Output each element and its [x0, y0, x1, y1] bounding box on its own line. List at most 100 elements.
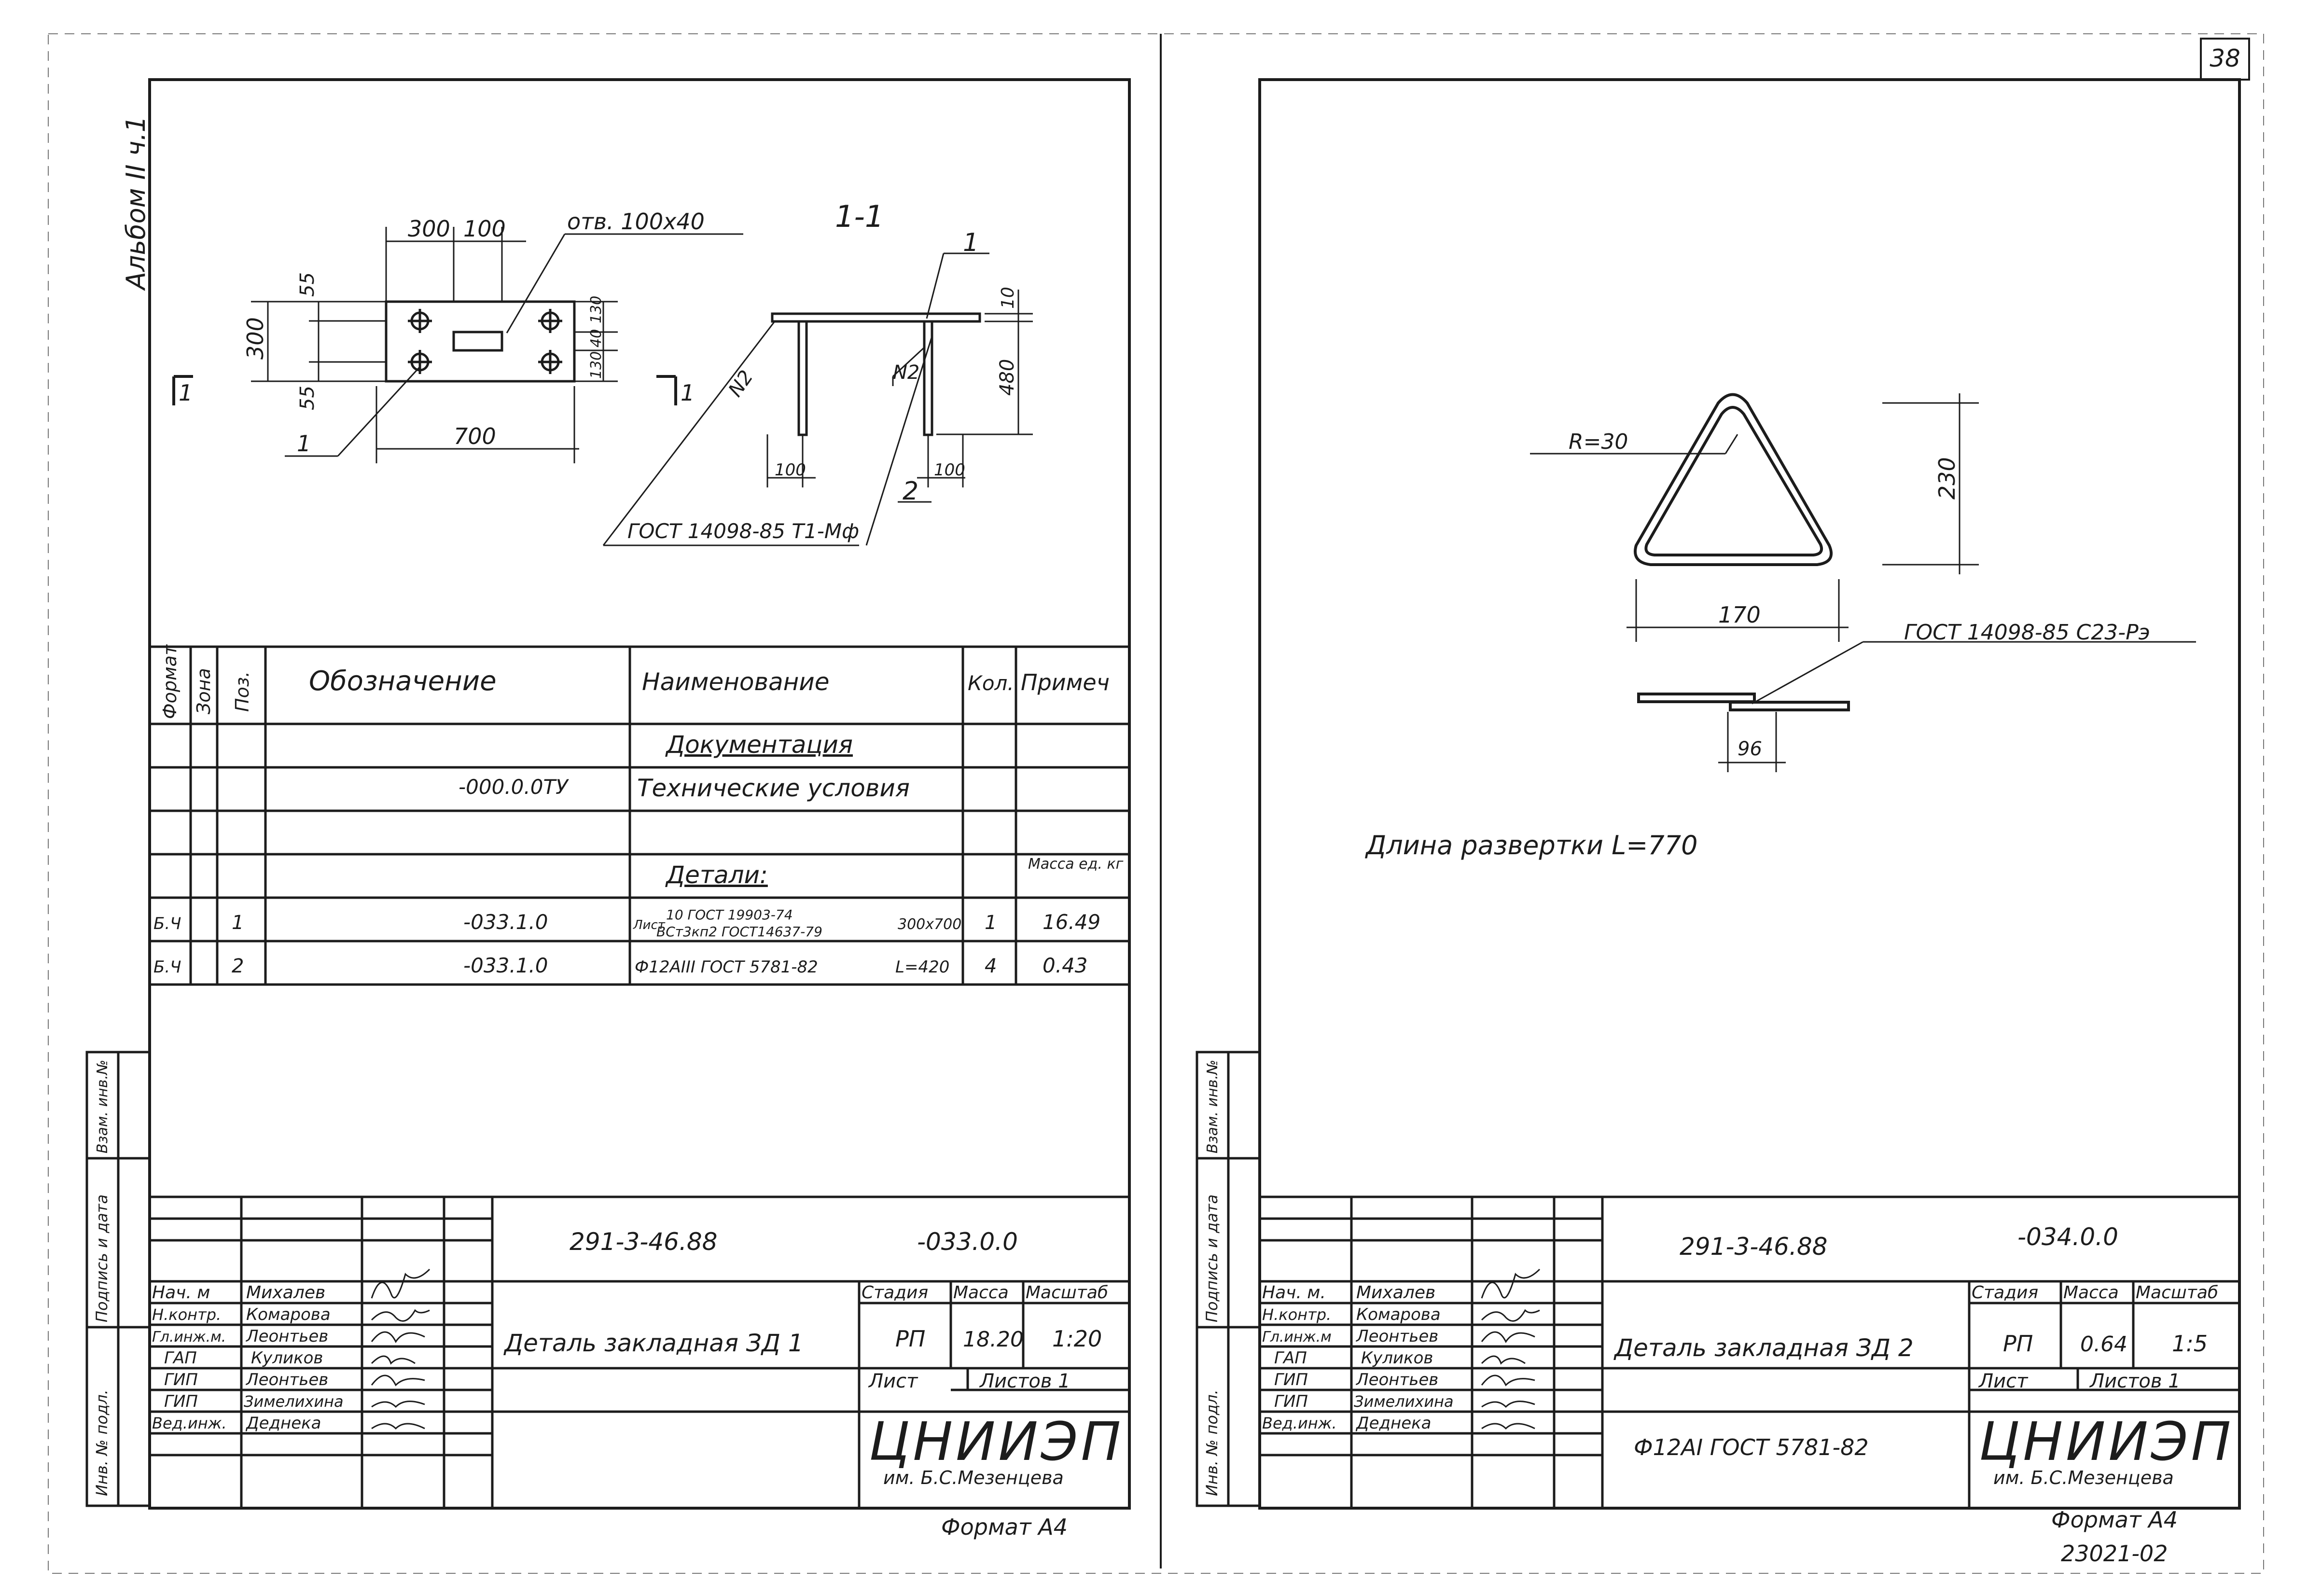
right-staff-role: Нач. м.	[1262, 1283, 1326, 1303]
row2-pos: 2	[232, 955, 244, 977]
row1-name-bottom: ВСт3кп2 ГОСТ14637-79	[656, 924, 822, 940]
dim-100-top: 100	[463, 216, 506, 242]
dim-100-b: 100	[934, 460, 965, 480]
row1-name-top: 10 ГОСТ 19903-74	[666, 907, 793, 923]
col-designation: Обозначение	[309, 666, 497, 697]
left-stage: РП	[895, 1326, 925, 1352]
dim-55-a: 55	[296, 272, 319, 297]
dim-700: 700	[454, 423, 496, 449]
right-material: Ф12АI ГОСТ 5781-82	[1634, 1434, 1869, 1460]
archive-number: 23021-02	[2061, 1540, 2168, 1567]
radius-label: R=30	[1569, 430, 1628, 454]
stamp-vzam: Взам. инв.№	[1204, 1060, 1221, 1153]
left-staff-role: Вед.инж.	[152, 1414, 227, 1432]
left-staff-role: ГАП	[164, 1348, 197, 1368]
left-sheet-label: Лист	[868, 1370, 918, 1392]
right-staff-name: Леонтьев	[1355, 1327, 1438, 1346]
stamp-vzam: Взам. инв.№	[94, 1060, 111, 1153]
weld-label-right: ГОСТ 14098-85 С23-Рэ	[1904, 620, 2150, 645]
col-pos: Поз.	[232, 671, 253, 712]
section-parts: Детали:	[665, 861, 768, 889]
right-staff-role: ГИП	[1274, 1392, 1308, 1411]
row-tu-name: Технические условия	[637, 774, 910, 802]
right-staff-name: Деднека	[1355, 1414, 1432, 1433]
row2-length: L=420	[895, 958, 949, 977]
left-staff-name: Леонтьев	[245, 1370, 328, 1389]
sheet-frames	[48, 33, 2264, 1574]
callout-n2-a: N2	[724, 366, 758, 401]
plate-section-view	[602, 252, 1033, 546]
stamp-inv: Инв. № подл.	[1203, 1389, 1221, 1496]
right-staff-role: ГАП	[1274, 1348, 1307, 1368]
left-staff-role: Гл.инж.м.	[152, 1329, 226, 1346]
stamp-podpis: Подпись и дата	[93, 1194, 111, 1322]
row2-format: Б.Ч	[153, 958, 181, 977]
left-scale-label: Масштаб	[1026, 1283, 1108, 1303]
left-doc-suffix: -033.0.0	[917, 1228, 1018, 1256]
left-staff-role: ГИП	[164, 1370, 198, 1389]
right-staff-role: Вед.инж.	[1262, 1414, 1337, 1432]
row1-note: 16.49	[1043, 910, 1100, 934]
right-stage: РП	[2003, 1331, 2033, 1357]
col-qty: Кол.	[968, 671, 1014, 695]
row1-format: Б.Ч	[153, 914, 181, 933]
col-note: Примеч	[1021, 669, 1110, 695]
callout-n2-b: N2	[893, 361, 919, 384]
dim-40: 40	[588, 329, 605, 347]
dim-300-top: 300	[408, 216, 450, 242]
dim-130-b: 130	[588, 351, 605, 379]
row1-pos: 1	[232, 912, 244, 934]
row1-designation: -033.1.0	[463, 910, 548, 934]
left-sheet: Альбом II ч.1	[85, 116, 1129, 1540]
left-org: ЦНИИЭП	[869, 1411, 1124, 1472]
dim-300-side: 300	[242, 317, 268, 360]
right-staff-list: Нач. м. Михалев Н.контр. Комарова Гл.инж…	[1262, 1283, 1454, 1433]
row2-name: Ф12АIII ГОСТ 5781-82	[635, 958, 818, 977]
right-mass-label: Масса	[2063, 1283, 2119, 1303]
page-number: 38	[2210, 44, 2240, 72]
right-doc-code: 291-3-46.88	[1680, 1233, 1827, 1261]
right-scale: 1:5	[2172, 1331, 2208, 1357]
left-staff-name: Зимелихина	[244, 1392, 344, 1411]
right-format: Формат А4	[2051, 1507, 2178, 1533]
right-staff-role: ГИП	[1274, 1370, 1308, 1389]
left-mass-label: Масса	[953, 1283, 1009, 1303]
stamp-inv: Инв. № подл.	[93, 1389, 111, 1496]
row1-size: 300x700	[898, 916, 961, 933]
left-format: Формат А4	[941, 1514, 1068, 1540]
left-stamp-column	[85, 1051, 151, 1507]
left-org-sub: им. Б.С.Мезенцева	[883, 1467, 1064, 1488]
col-name: Наименование	[642, 668, 830, 696]
right-staff-name: Михалев	[1356, 1283, 1435, 1303]
left-staff-role: Н.контр.	[152, 1305, 221, 1324]
dim-55-b: 55	[296, 386, 319, 410]
col-zone: Зона	[193, 668, 214, 714]
right-scale-label: Масштаб	[2136, 1283, 2218, 1303]
right-stage-label: Стадия	[1972, 1283, 2038, 1303]
section-docs: Документация	[665, 731, 853, 759]
right-staff-name: Леонтьев	[1355, 1370, 1438, 1389]
left-scale: 1:20	[1052, 1326, 1102, 1352]
left-title: Деталь закладная ЗД 1	[503, 1329, 804, 1357]
row1-qty: 1	[985, 912, 997, 934]
left-staff-name: Леонтьев	[245, 1327, 328, 1346]
triangle-ring	[1530, 393, 2196, 772]
left-staff-name: Комарова	[246, 1305, 331, 1324]
dim-96: 96	[1738, 738, 1762, 760]
row2-designation: -033.1.0	[463, 954, 548, 977]
callout-pos1-side: 1	[963, 228, 979, 257]
right-title-block	[1260, 1195, 2239, 1508]
right-staff-name: Зимелихина	[1354, 1392, 1454, 1411]
hole-label: отв. 100x40	[567, 208, 705, 235]
dim-170: 170	[1718, 602, 1761, 628]
right-sheet: R=30 230 170 ГОСТ 14098-85 С23-Рэ 96 Дли…	[1196, 393, 2239, 1567]
callout-pos1: 1	[297, 430, 311, 457]
right-mass: 0.64	[2080, 1332, 2127, 1357]
row1-name-prefix: Лист	[633, 918, 666, 932]
left-staff-list: Нач. м Михалев Н.контр. Комарова Гл.инж.…	[152, 1283, 344, 1433]
right-staff-name: Комарова	[1356, 1305, 1441, 1324]
right-sheets-label: Листов 1	[2089, 1370, 2181, 1392]
right-signatures	[1481, 1268, 1541, 1430]
